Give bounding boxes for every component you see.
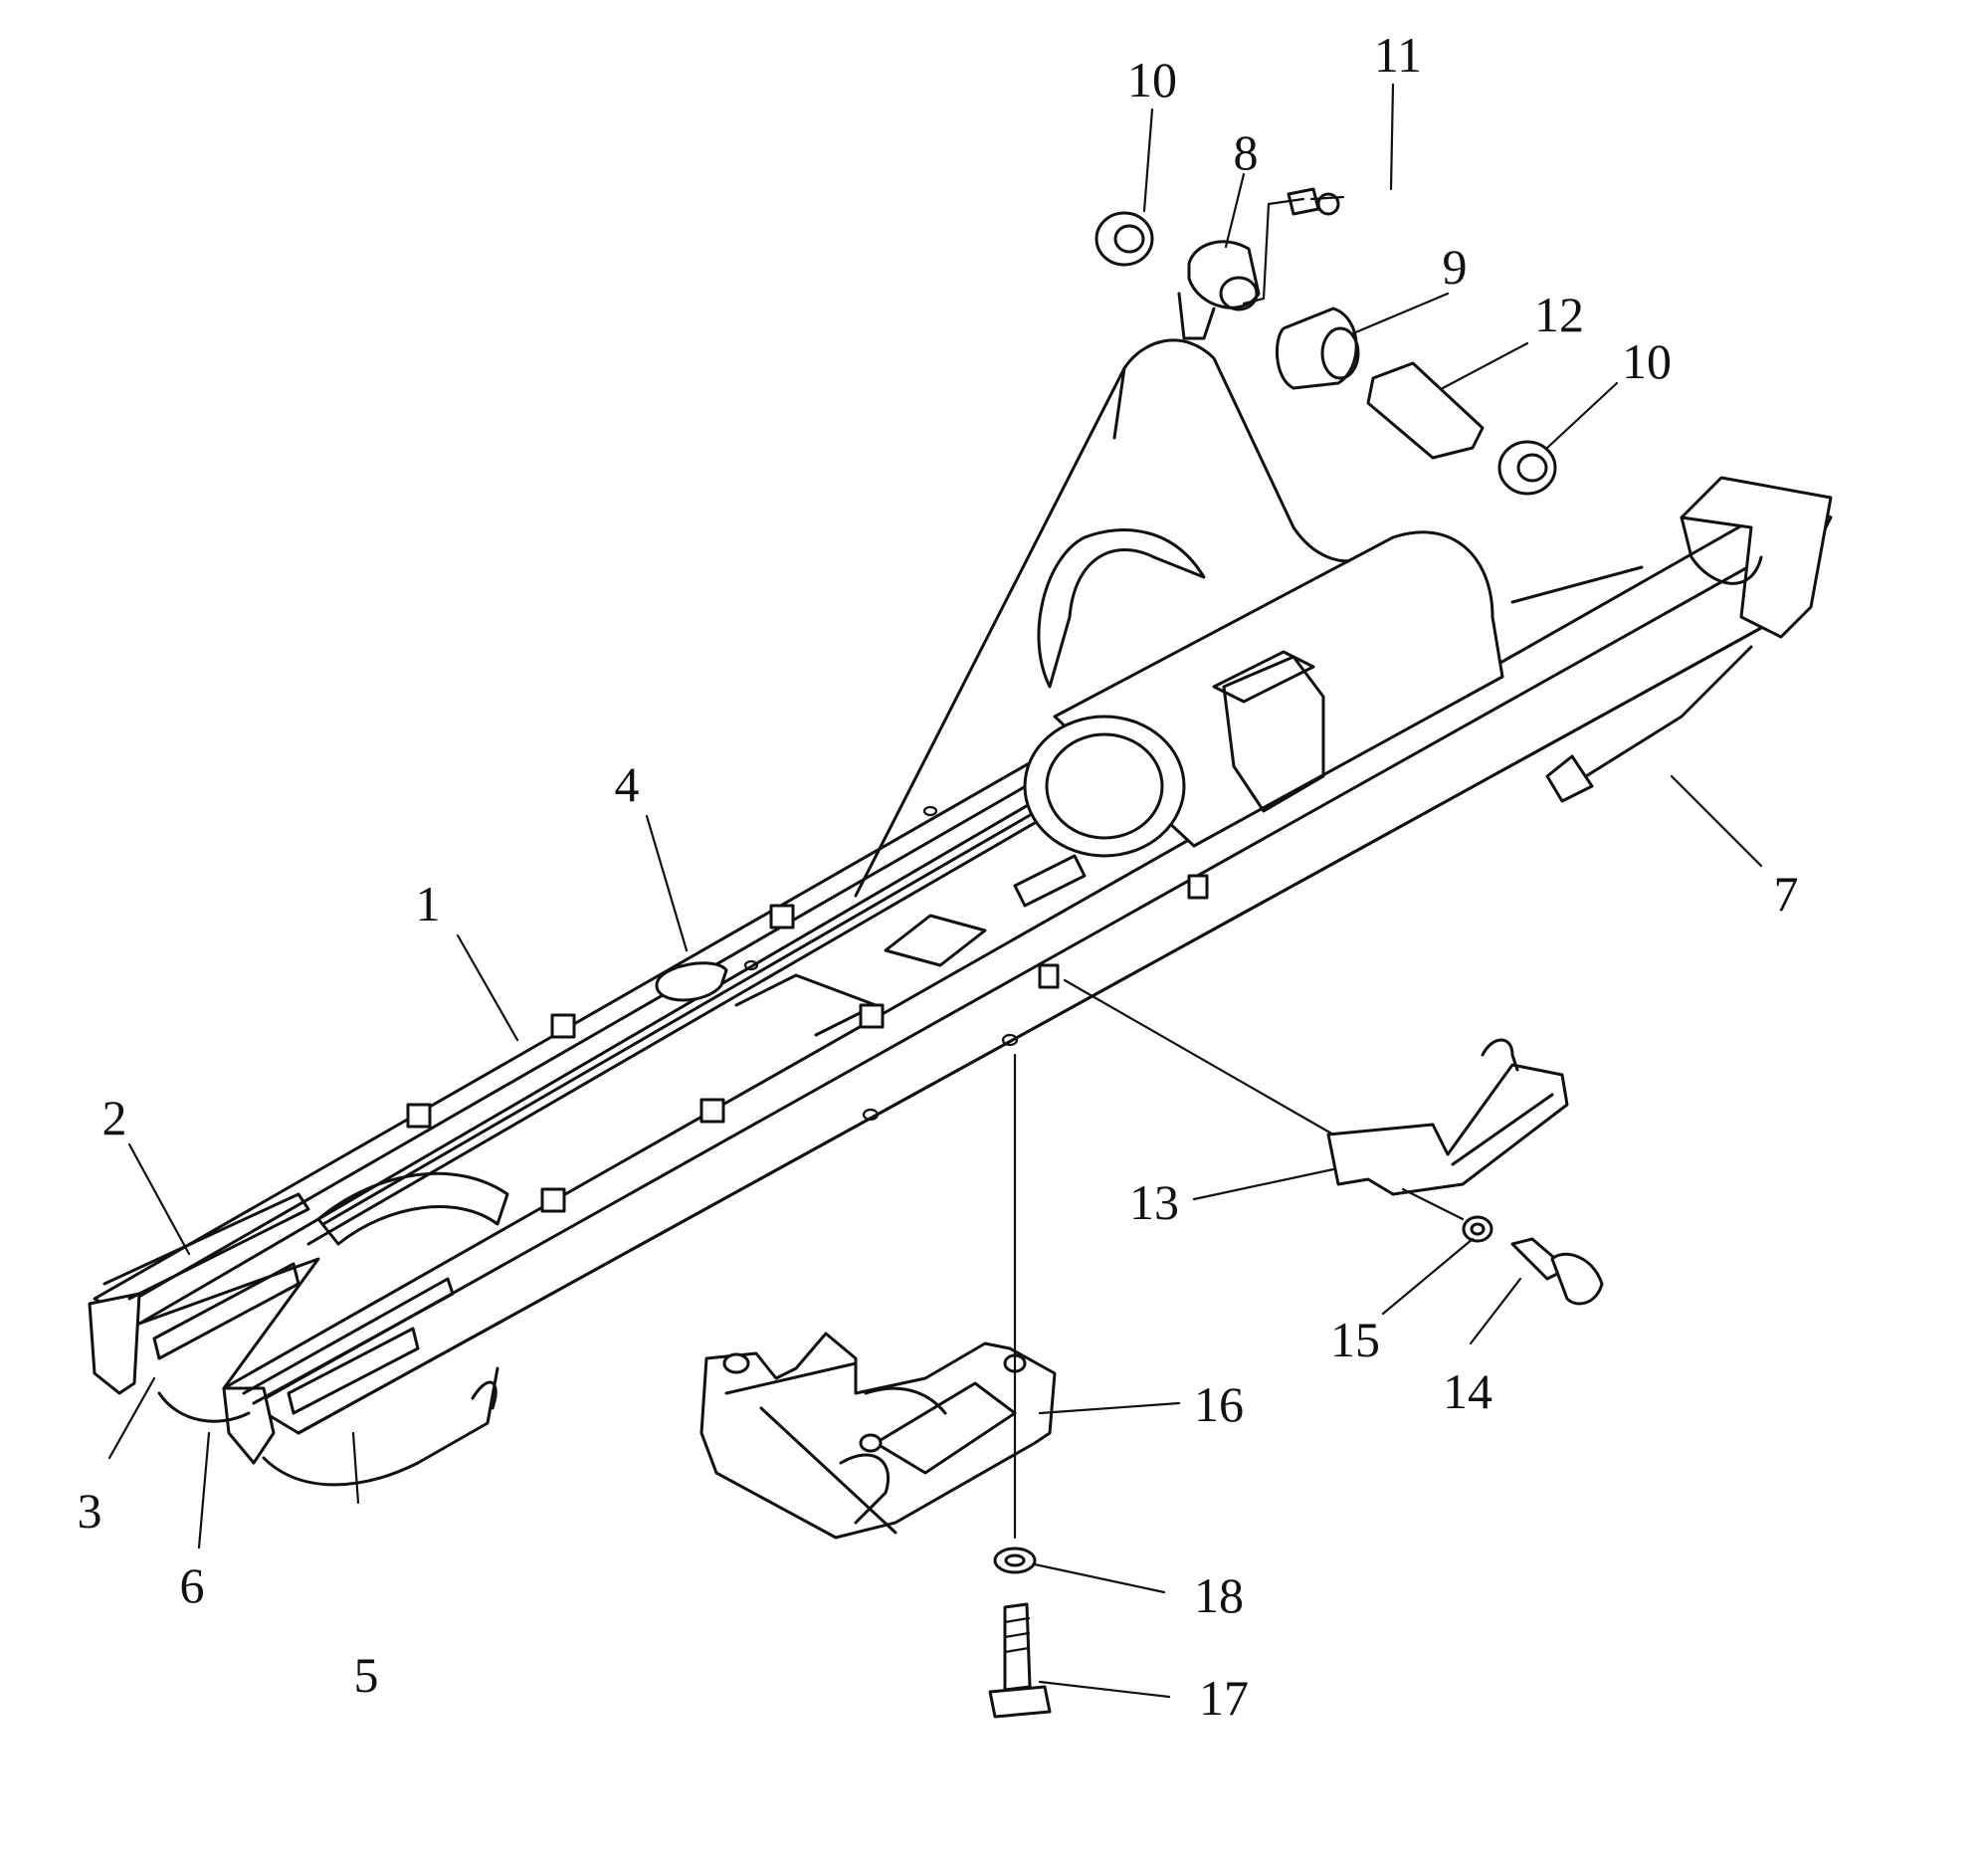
callout-3: 3 (78, 1483, 102, 1539)
seal-ring-left (1094, 211, 1154, 267)
callout-4: 4 (615, 756, 640, 812)
callout-13: 13 (1129, 1174, 1179, 1230)
callout-16: 16 (1194, 1376, 1244, 1432)
final-drive-housing (1013, 528, 1504, 908)
callout-14: 14 (1443, 1363, 1492, 1419)
pivot-assembly (1094, 187, 1557, 496)
callout-2: 2 (102, 1090, 127, 1145)
leader-lines (107, 83, 1763, 1699)
callout-labels: 1 2 3 4 5 6 7 8 9 10 10 11 12 13 14 15 1… (78, 27, 1799, 1726)
callout-9: 9 (1443, 239, 1468, 295)
callout-10-top-left: 10 (1127, 52, 1177, 107)
callout-18: 18 (1194, 1567, 1244, 1623)
callout-7: 7 (1774, 866, 1799, 922)
callout-11: 11 (1374, 27, 1422, 83)
seal-ring-right (1497, 440, 1557, 496)
callout-1: 1 (416, 876, 441, 931)
callout-5: 5 (354, 1647, 379, 1703)
callout-12: 12 (1534, 287, 1584, 342)
track-frame (88, 338, 1833, 1487)
guard-bracket (1326, 1038, 1604, 1306)
callout-15: 15 (1330, 1312, 1380, 1367)
callout-6: 6 (180, 1557, 205, 1613)
track-guide (699, 1332, 1057, 1719)
callout-8: 8 (1234, 124, 1259, 180)
callout-10-right: 10 (1622, 333, 1672, 389)
callout-17: 17 (1199, 1670, 1249, 1726)
